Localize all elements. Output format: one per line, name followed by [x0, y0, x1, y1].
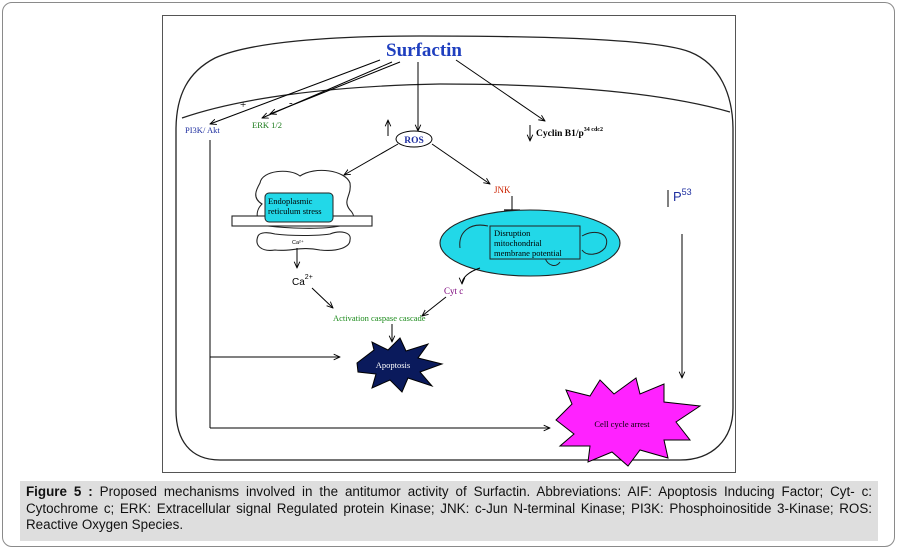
apoptosis-label: Apoptosis: [376, 360, 410, 370]
caption-text: Proposed mechanisms involved in the anti…: [26, 484, 873, 532]
mito-disruption-box: [489, 225, 581, 260]
arrow-surfactin-erk2: [270, 61, 401, 114]
figure-caption: Figure 5 : Proposed mechanisms involved …: [20, 481, 878, 541]
arrow-mito-cytc: [462, 267, 481, 284]
mito-cristae: [459, 224, 608, 266]
cell-cycle-arrest-star: [555, 377, 702, 467]
erk-label: ERK 1/2: [252, 120, 282, 130]
cytc-label: Cyt c: [444, 286, 463, 296]
p53-sup: 53: [682, 187, 692, 197]
ros-label: ROS: [404, 136, 424, 146]
caption-label: Figure 5 :: [26, 484, 93, 499]
plus-sign: +: [240, 99, 246, 111]
jnk-label: JNK: [494, 185, 511, 195]
minus-sign: -: [289, 97, 293, 109]
ca-sup: 2+: [305, 274, 313, 281]
arrow-ros-jnk: [431, 143, 490, 184]
ca-small-label: Ca²⁺: [292, 239, 304, 246]
cyclin-sup: 34 cdc2: [584, 127, 603, 133]
p53-label: P53: [673, 187, 692, 204]
surfactin-title: Surfactin: [386, 40, 462, 61]
er-label-line2: reticulum stress: [268, 206, 322, 216]
arrow-ca-caspase: [311, 287, 333, 308]
cyclin-label: Cyclin B1/p34 cdc2: [536, 127, 603, 139]
cyclin-main: Cyclin B1/p: [536, 129, 584, 139]
arrow-surfactin-pi3k: [210, 59, 381, 124]
cell-membrane: [181, 83, 731, 119]
arrest-label: Cell cycle arrest: [594, 419, 650, 429]
pi3k-label: PI3K/ Akt: [185, 125, 220, 135]
mito-label-line1: Disruption: [494, 228, 531, 238]
er-blob-lower: [256, 231, 351, 251]
caspase-label: Activation caspase cascade: [333, 313, 426, 323]
p53-main: P: [673, 189, 682, 204]
er-label-line1: Endoplasmic: [268, 196, 313, 206]
arrow-ros-er: [344, 143, 399, 175]
mito-label-line3: membrane potential: [494, 248, 562, 258]
apoptosis-star: [356, 337, 444, 393]
ca-label: Ca2+: [292, 274, 313, 288]
mito-label-line2: mitochondrial: [494, 238, 542, 248]
er-stress-box: [264, 192, 334, 223]
ca-main: Ca: [292, 277, 305, 288]
arrow-surfactin-cyclin: [455, 59, 545, 121]
cell-outline: [175, 35, 734, 461]
arrow-cytc-caspase: [422, 296, 447, 316]
ros-oval: [395, 130, 433, 148]
